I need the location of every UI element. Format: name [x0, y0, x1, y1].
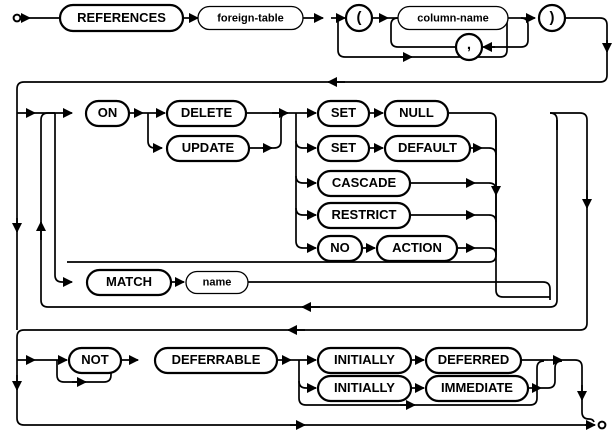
rail-init2-in: [298, 380, 318, 394]
rail-paren-bypass-r: [499, 18, 508, 58]
on-keyword[interactable]: ON: [84, 99, 131, 128]
end-circle: [597, 420, 607, 430]
immediate-keyword[interactable]: IMMEDIATE: [424, 374, 530, 403]
section-deferrable: NOT DEFERRABLE INITIALLY DEFERRED: [11, 346, 607, 431]
rail-act-merge-j2: [488, 182, 497, 191]
lparen-terminal[interactable]: (: [344, 3, 374, 33]
delete-keyword[interactable]: DELETE: [165, 99, 248, 128]
initially-immediate-label: INITIALLY: [334, 380, 395, 395]
initially-deferred-label: INITIALLY: [334, 352, 395, 367]
rail-act-fan: [295, 113, 304, 249]
immediate-label: IMMEDIATE: [441, 380, 513, 395]
cascade-keyword[interactable]: CASCADE: [316, 169, 412, 198]
deferred-label: DEFERRED: [438, 352, 510, 367]
deferrable-keyword[interactable]: DEFERRABLE: [153, 346, 279, 375]
action-keyword[interactable]: ACTION: [375, 234, 459, 263]
rail-act-merge-j3: [488, 214, 497, 223]
lparen-label: (: [357, 9, 362, 26]
rail-sec3-bypass: [16, 360, 590, 426]
null-keyword[interactable]: NULL: [383, 99, 450, 128]
name-nonterminal[interactable]: name: [185, 270, 249, 295]
cascade-label: CASCADE: [332, 175, 397, 190]
set-null-label: SET: [331, 105, 356, 120]
references-label: REFERENCES: [77, 10, 166, 25]
rail-sec3-exit: [562, 359, 590, 420]
rail-on-result-down: [495, 120, 504, 298]
rail-init-bypass: [298, 360, 530, 406]
rail-init-bypass-r: [529, 368, 538, 406]
rail-match-out: [248, 281, 551, 300]
null-label: NULL: [399, 105, 434, 120]
set-default-label: SET: [331, 140, 356, 155]
rail-comma-loop-l: [390, 17, 456, 48]
column-name-label: column-name: [417, 12, 489, 24]
rail-act-merge-j1: [488, 147, 497, 156]
not-label: NOT: [81, 352, 109, 367]
action-label: ACTION: [392, 240, 442, 255]
set-keyword-default[interactable]: SET: [316, 134, 371, 163]
restrict-keyword[interactable]: RESTRICT: [316, 201, 412, 230]
rail-sec2-split-down: [54, 113, 74, 288]
rail-sec2-loopback-top: [40, 112, 55, 121]
rail-sec2-loopback: [40, 112, 558, 308]
start-circle: [12, 13, 22, 23]
column-name-nonterminal[interactable]: column-name: [397, 5, 509, 31]
rail-init2-merge: [541, 360, 563, 389]
comma-terminal[interactable]: ,: [454, 32, 484, 62]
match-label: MATCH: [106, 274, 152, 289]
delete-label: DELETE: [181, 105, 233, 120]
rparen-terminal[interactable]: ): [537, 3, 567, 33]
restrict-label: RESTRICT: [332, 207, 397, 222]
rail-update-down: [147, 113, 164, 154]
rail-act-cascade: [295, 175, 318, 189]
initially-keyword-immediate[interactable]: INITIALLY: [316, 374, 413, 403]
update-keyword[interactable]: UPDATE: [165, 134, 251, 163]
rail-sec2-to-sec3: [16, 329, 25, 360]
rail-row1-to-row2: [16, 81, 25, 113]
rail-init-bypass-merge: [536, 360, 545, 369]
foreign-table-nonterminal[interactable]: foreign-table: [197, 5, 304, 31]
name-label: name: [203, 276, 232, 288]
rail-act-merge-j4: [488, 247, 497, 256]
foreign-table-label: foreign-table: [217, 12, 284, 24]
rail-not-bypass-l: [56, 360, 104, 383]
no-label: NO: [330, 240, 350, 255]
comma-label: ,: [467, 36, 471, 53]
rail-not-bypass-r: [103, 360, 112, 383]
section-on-match: ON DELETE UPDATE SET: [11, 99, 593, 360]
rail-final-join: [588, 418, 595, 423]
match-keyword[interactable]: MATCH: [85, 268, 173, 297]
default-keyword[interactable]: DEFAULT: [383, 134, 472, 163]
not-keyword[interactable]: NOT: [67, 346, 123, 375]
rail-update-out: [249, 112, 289, 149]
rparen-label: ): [550, 9, 555, 26]
no-keyword[interactable]: NO: [316, 234, 364, 263]
on-label: ON: [98, 105, 118, 120]
initially-keyword-deferred[interactable]: INITIALLY: [316, 346, 413, 375]
rail-paren-bypass-l: [337, 18, 500, 58]
default-label: DEFAULT: [398, 140, 457, 155]
rail-act-restrict: [295, 207, 318, 221]
update-label: UPDATE: [182, 140, 235, 155]
references-keyword[interactable]: REFERENCES: [58, 3, 185, 33]
set-keyword-null[interactable]: SET: [316, 99, 371, 128]
rail-act-setdefault: [295, 140, 318, 154]
deferred-keyword[interactable]: DEFERRED: [424, 346, 523, 375]
row-references: REFERENCES foreign-table ( column-name: [12, 3, 613, 113]
deferrable-label: DEFERRABLE: [172, 352, 261, 367]
rail-sec2-exit: [24, 112, 588, 331]
